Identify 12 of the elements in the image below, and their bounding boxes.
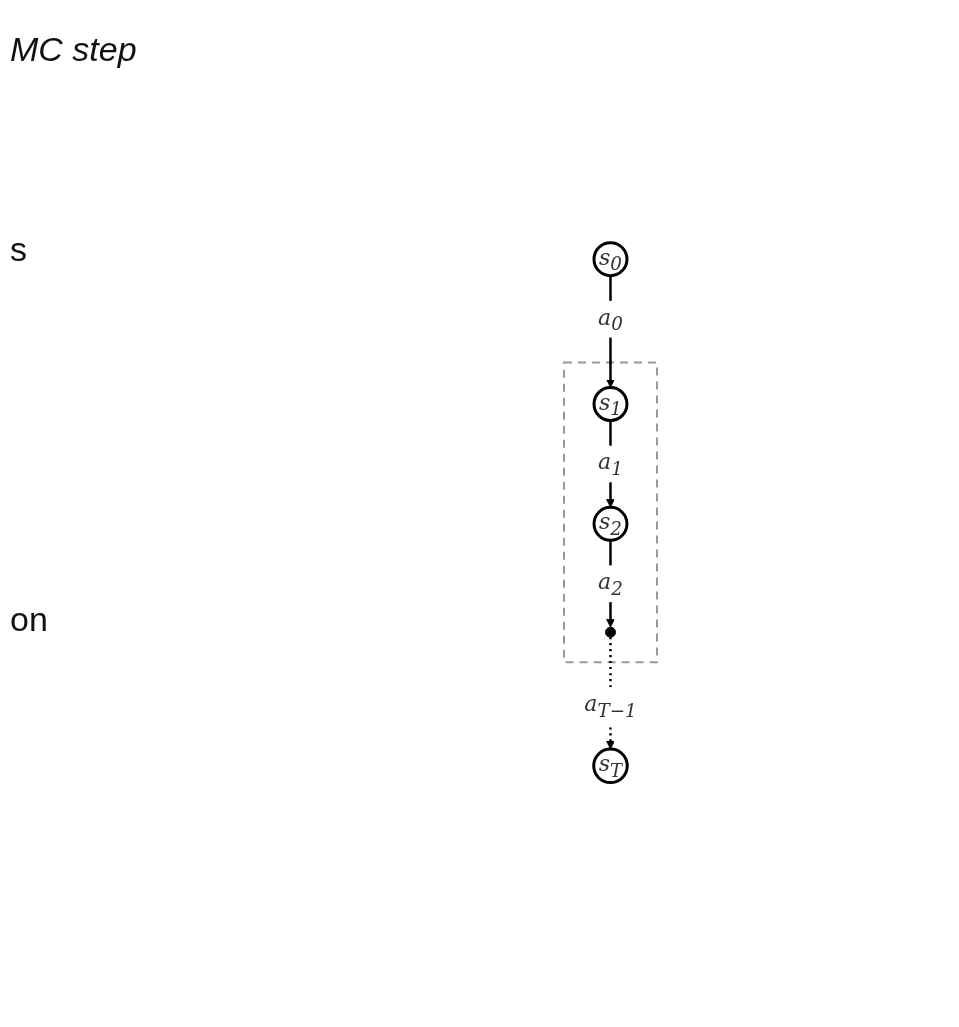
node-point: [604, 626, 616, 638]
edge-label: a$_{T−1}$: [583, 691, 637, 721]
edge-label: a$_{2}$: [597, 569, 623, 599]
cluster: [562, 361, 658, 664]
note-text: on: [10, 600, 48, 639]
edge-label: a$_{1}$: [597, 449, 623, 479]
edge-label: a$_{0}$: [597, 304, 623, 335]
node-circle: s$_{1}$: [592, 386, 628, 422]
note-text: MC step: [10, 30, 137, 69]
node-circle: s$_{2}$: [592, 505, 628, 542]
note-text: s: [10, 230, 27, 269]
node-circle: s$_{0}$: [592, 241, 628, 278]
